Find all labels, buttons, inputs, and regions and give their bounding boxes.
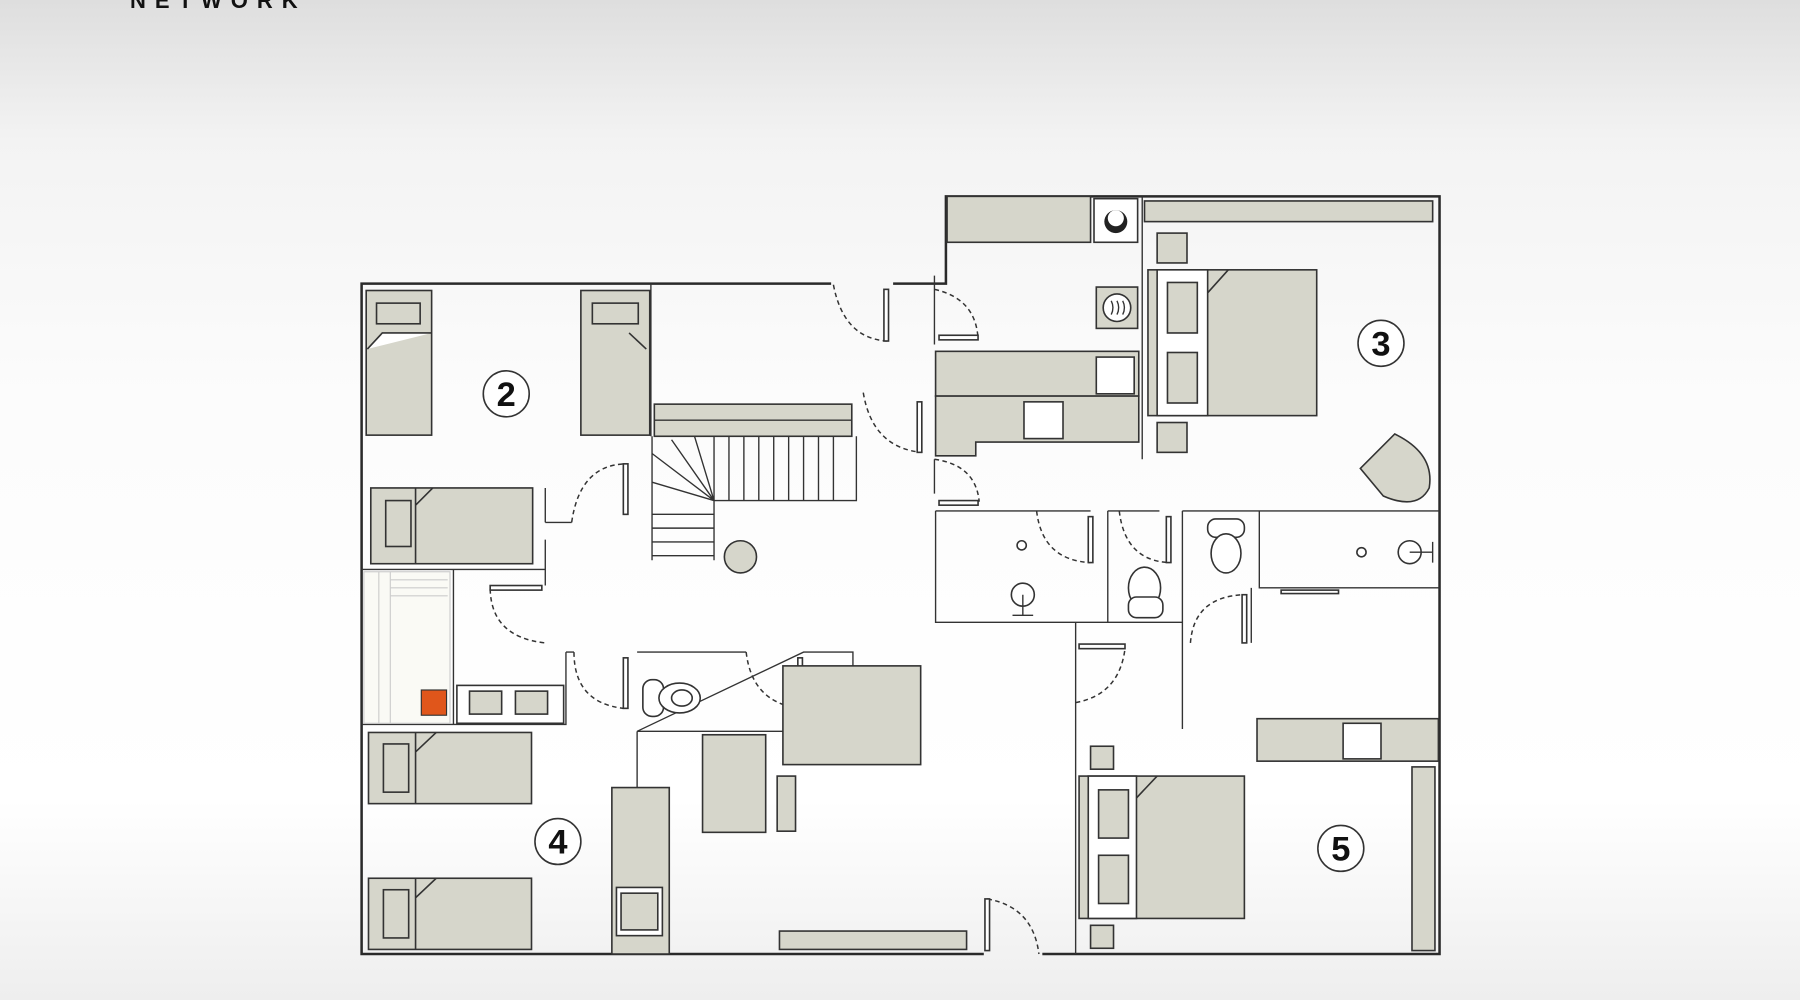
- svg-text:2: 2: [497, 376, 516, 414]
- outer-walls: [360, 195, 1441, 956]
- table: [782, 665, 922, 766]
- kitchen-counters: [934, 350, 1140, 457]
- bed-room2-horizontal: [369, 487, 534, 565]
- counter-with-sink: [1256, 717, 1440, 762]
- bed-room3: [1147, 269, 1318, 417]
- nightstand: [1089, 924, 1115, 950]
- round-table: [723, 539, 758, 574]
- heater-icon: [420, 689, 448, 716]
- room-label-2: 2: [482, 370, 531, 418]
- nightstand: [1156, 421, 1188, 454]
- drain: [1016, 539, 1028, 551]
- bed-room2-right: [580, 289, 651, 436]
- kitchen-counter: [611, 786, 671, 955]
- washer-icon: [1093, 197, 1139, 244]
- toilet: [1206, 518, 1246, 574]
- cabinet: [701, 733, 767, 834]
- wardrobe: [1411, 766, 1436, 952]
- shelf: [776, 775, 797, 832]
- drain: [1356, 546, 1367, 558]
- toilet: [642, 678, 702, 718]
- toilet: [1127, 566, 1164, 619]
- bed-room5: [1078, 775, 1246, 920]
- bench: [778, 930, 968, 951]
- armchair: [1359, 433, 1431, 503]
- shower-fixture: [1010, 582, 1036, 617]
- bed-room2-left: [365, 289, 433, 436]
- bed-room4-bottom: [367, 877, 533, 951]
- vanity-double-sink: [456, 684, 565, 725]
- svg-text:4: 4: [548, 824, 567, 862]
- dryer-icon: [1095, 286, 1139, 330]
- laundry-counter: [946, 195, 1092, 244]
- shower-fixture: [1397, 539, 1434, 565]
- svg-text:5: 5: [1331, 831, 1350, 869]
- interior-walls: [361, 196, 1440, 955]
- room-label-4: 4: [534, 817, 582, 866]
- nightstand: [1156, 232, 1188, 264]
- nightstand: [1089, 745, 1115, 771]
- staircase: [651, 403, 858, 561]
- svg-text:3: 3: [1371, 325, 1390, 363]
- bed-room4-top: [367, 731, 533, 805]
- wardrobe: [1143, 200, 1434, 223]
- room-label-5: 5: [1317, 824, 1365, 873]
- brand-logo-text: NETWORK: [130, 0, 307, 13]
- room-label-3: 3: [1357, 319, 1405, 368]
